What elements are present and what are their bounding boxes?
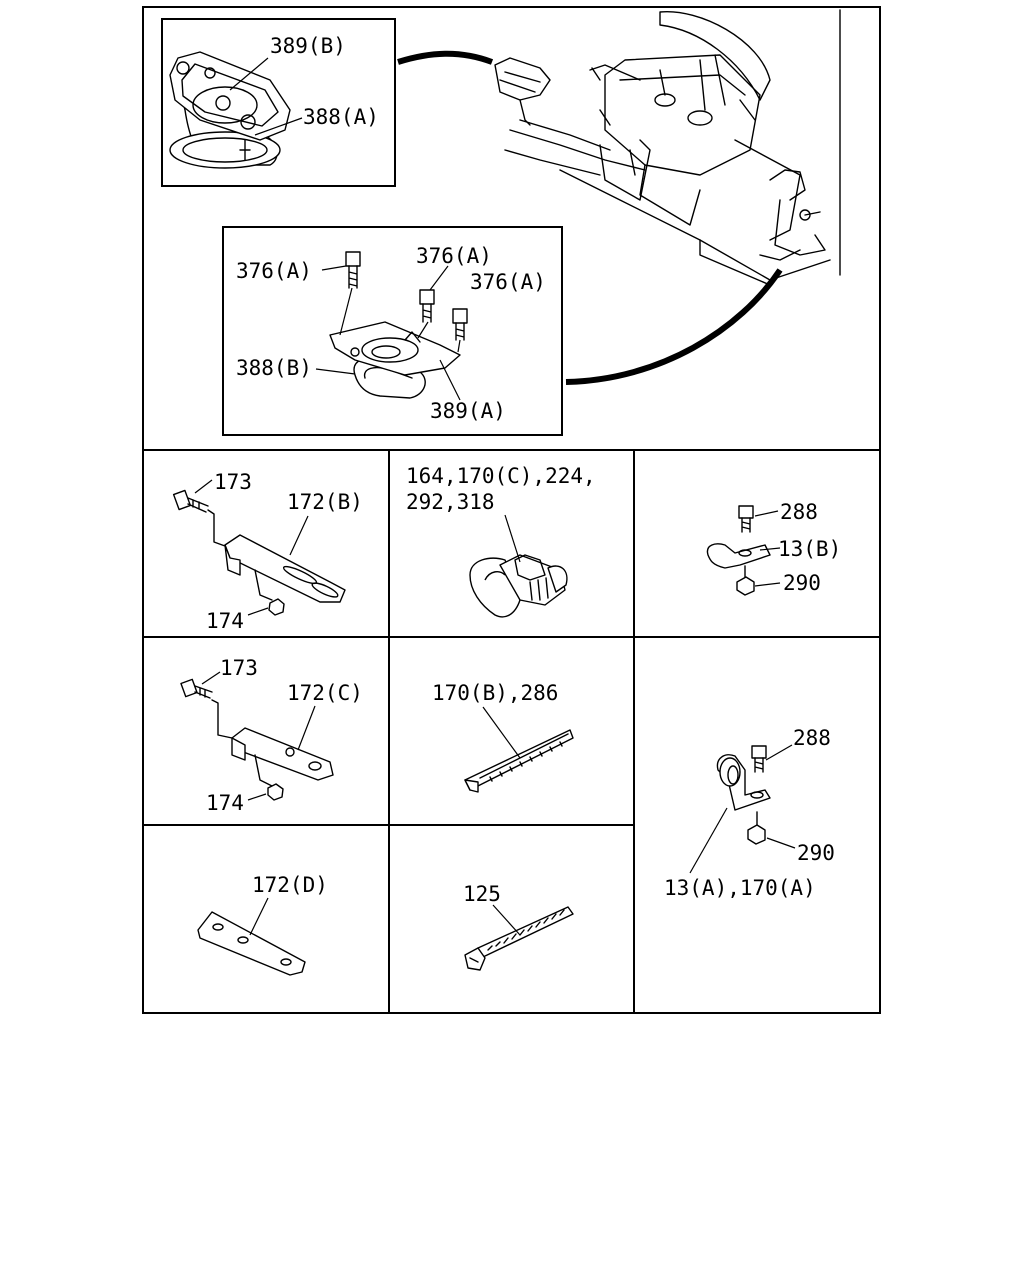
label-170b-286: 170(B),286 [432, 681, 558, 705]
panel-clamp-13b: 288 13(B) 290 [706, 500, 841, 596]
nut-icon [736, 576, 755, 596]
screw-icon [452, 308, 468, 341]
label-13a-170a: 13(A),170(A) [664, 876, 816, 900]
nut-icon [747, 824, 766, 845]
label-clip-line1: 164,170(C),224, [406, 464, 596, 488]
nut-icon [267, 783, 284, 801]
bolt-icon [172, 489, 209, 513]
screw-icon [419, 289, 435, 323]
label-290-top: 290 [783, 571, 821, 595]
detail-pointer-arc-lower [565, 268, 783, 385]
label-172d: 172(D) [252, 873, 328, 897]
label-290-bottom: 290 [797, 841, 835, 865]
detail-pointer-arc-upper [397, 50, 494, 65]
label-288-bottom: 288 [793, 726, 831, 750]
panel-clip-164: 164,170(C),224, 292,318 [406, 464, 596, 618]
harness-assembly-drawing [494, 9, 841, 286]
label-376a-3: 376(A) [470, 270, 546, 294]
label-389b: 389(B) [270, 34, 346, 58]
nut-icon [268, 598, 285, 616]
screw-icon [345, 251, 361, 289]
bolt-icon [180, 678, 213, 699]
panel-clamp-13a: 288 290 13(A),170(A) [664, 726, 835, 900]
inset-grommet-lower: 376(A) 376(A) 376(A) 388(B) 389(A) [222, 226, 563, 436]
label-172c: 172(C) [287, 681, 363, 705]
label-389a: 389(A) [430, 399, 506, 423]
label-376a-2: 376(A) [416, 244, 492, 268]
label-173-b: 173 [220, 656, 258, 680]
label-172b: 172(B) [287, 490, 363, 514]
panel-plate-172d: 172(D) [197, 873, 328, 976]
panel-tie-125: 125 [463, 882, 574, 971]
label-288-top: 288 [780, 500, 818, 524]
top-panel: 389(B) 388(A) [161, 9, 841, 436]
diagram-frame [142, 6, 881, 1014]
panel-tie-170b: 170(B),286 [432, 681, 574, 793]
bolt-icon [738, 505, 754, 533]
label-13b: 13(B) [778, 537, 841, 561]
panel-bracket-172c: 173 172(C) 174 [180, 656, 363, 815]
label-174-b: 174 [206, 791, 244, 815]
label-174: 174 [206, 609, 244, 633]
label-388a: 388(A) [303, 105, 379, 129]
panel-bracket-172b: 173 172(B) 174 [172, 470, 363, 633]
label-125: 125 [463, 882, 501, 906]
label-376a-1: 376(A) [236, 259, 312, 283]
inset-grommet-upper: 389(B) 388(A) [161, 18, 396, 187]
label-173: 173 [214, 470, 252, 494]
label-clip-line2: 292,318 [406, 490, 495, 514]
bolt-icon [751, 745, 767, 773]
label-388b: 388(B) [236, 356, 312, 380]
